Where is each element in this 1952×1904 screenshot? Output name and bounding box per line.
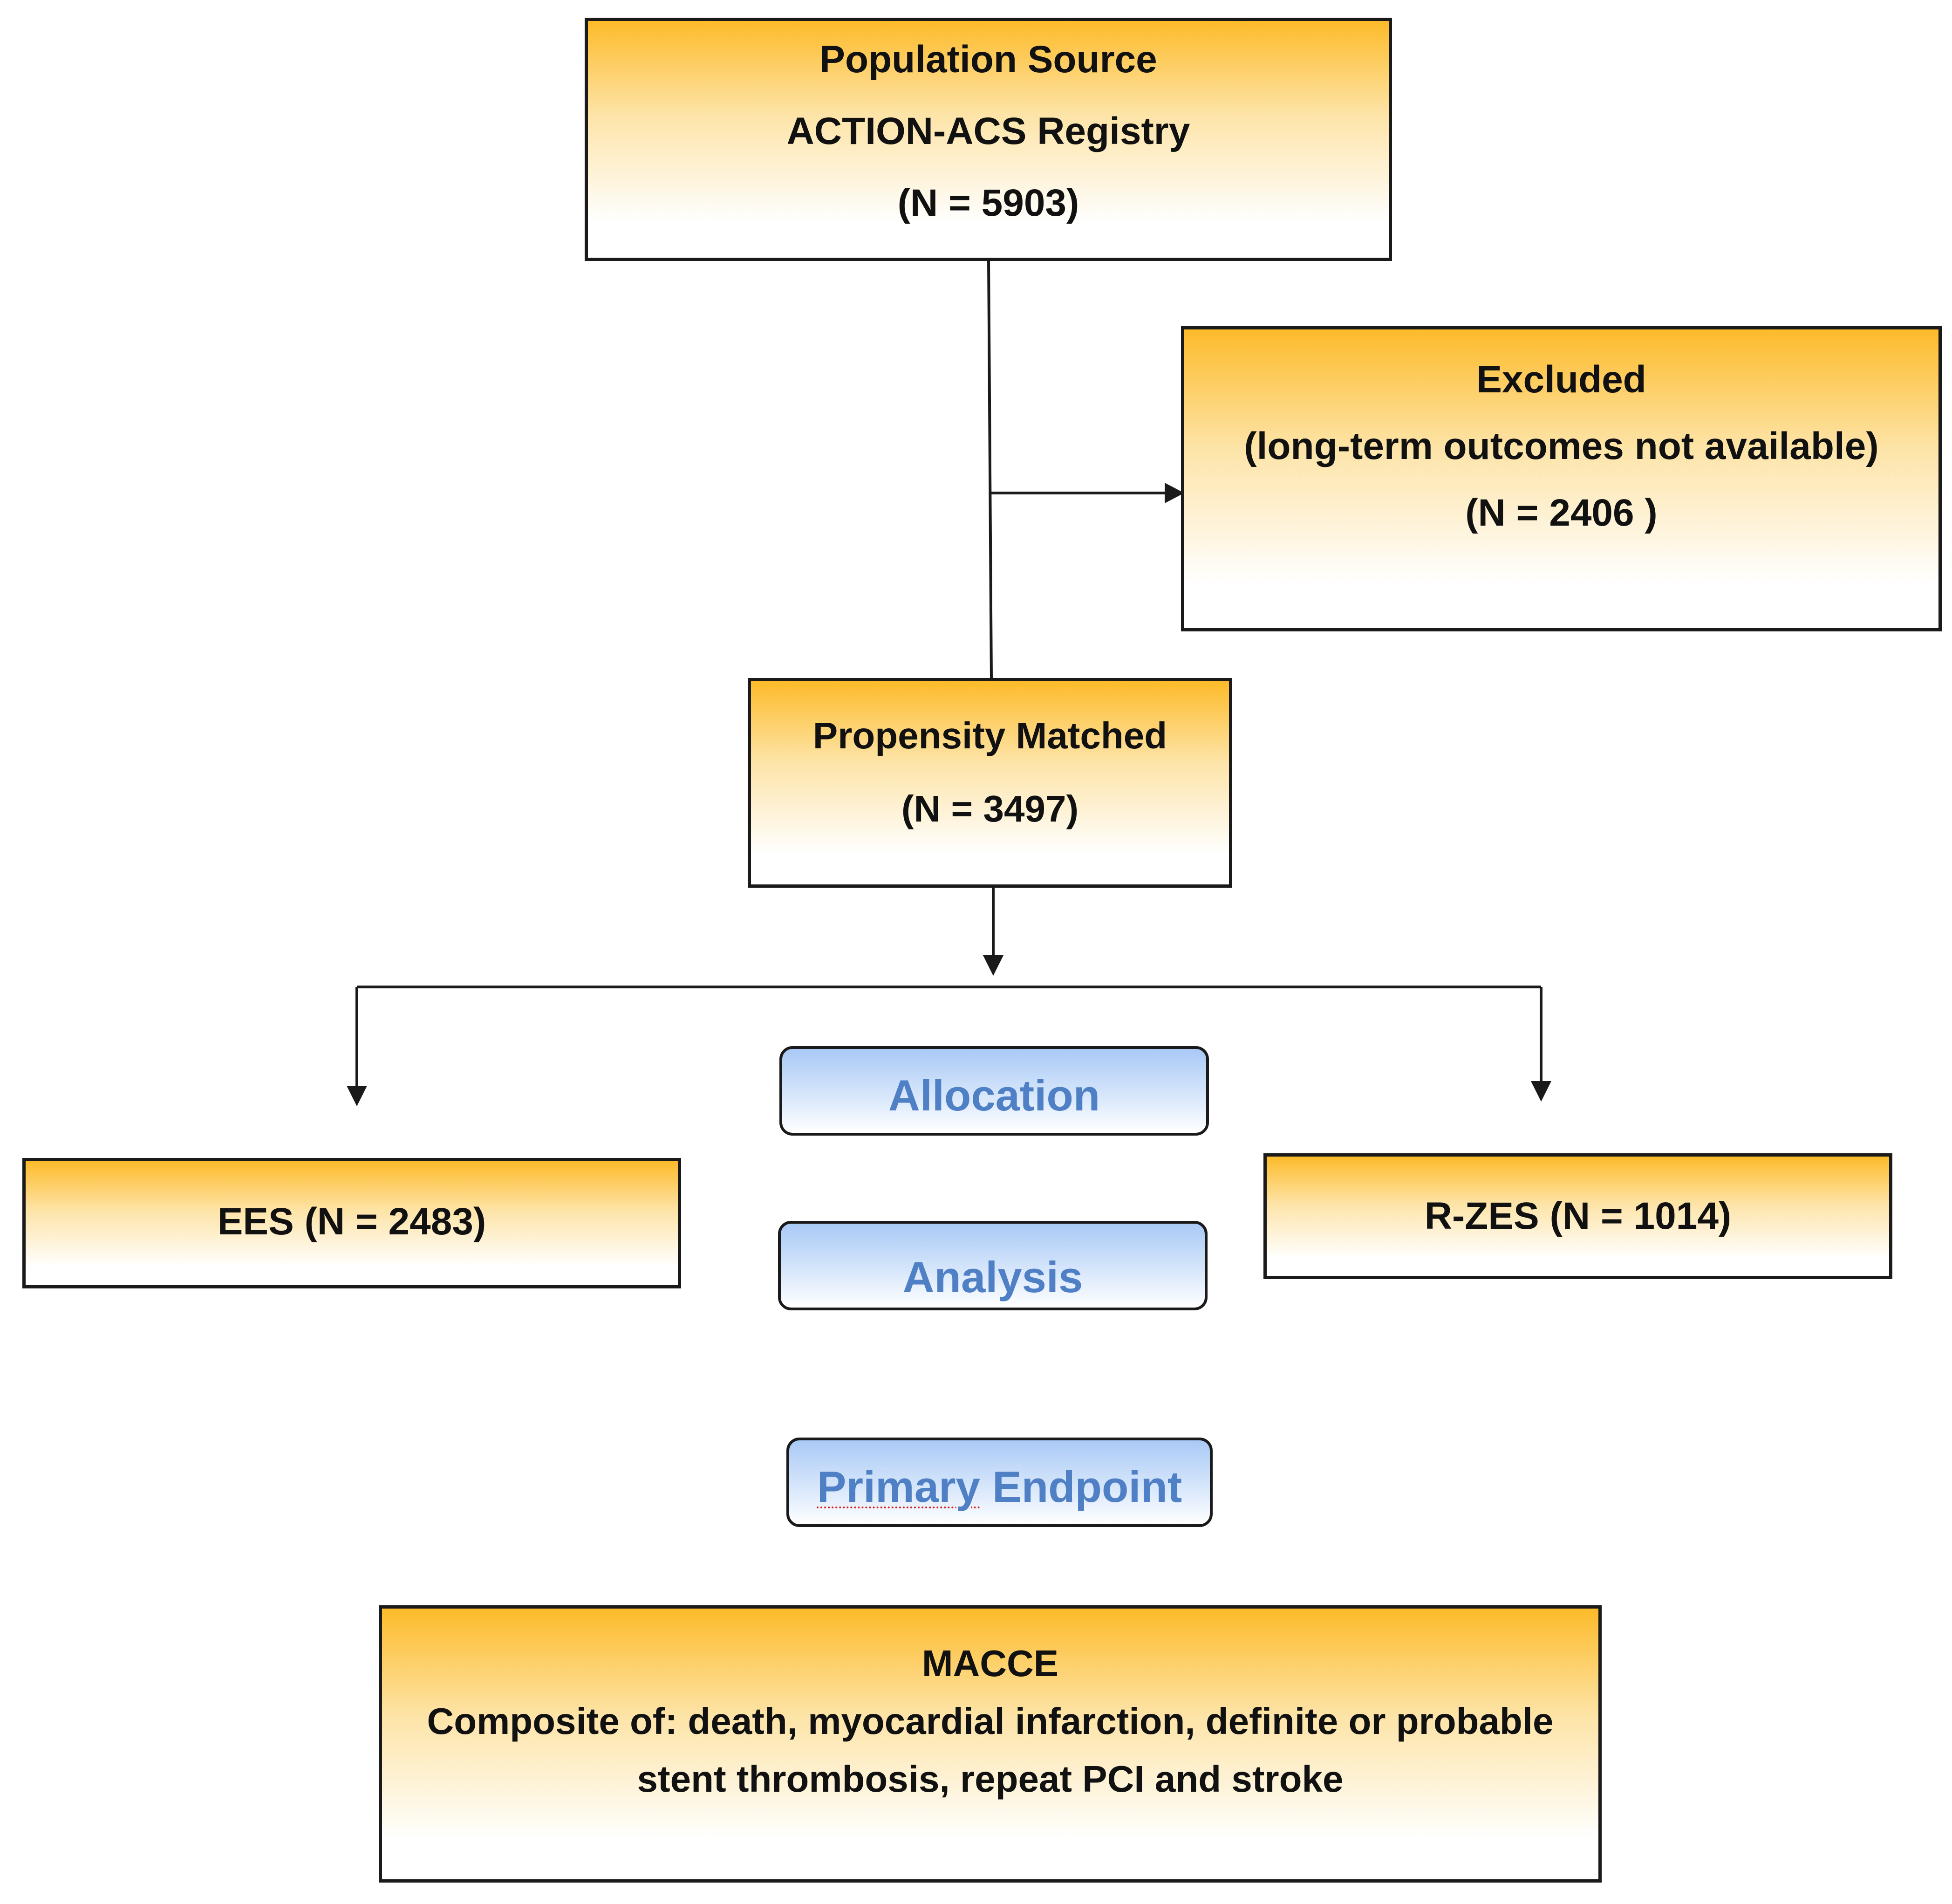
endpoint-text: Endpoint [980, 1462, 1182, 1511]
propensity-matched-box: Propensity Matched (N = 3497) [748, 678, 1232, 888]
population-source-box: Population Source ACTION-ACS Registry (N… [585, 18, 1392, 261]
population-title: Population Source [819, 38, 1157, 81]
population-count: (N = 5903) [897, 182, 1079, 224]
connector-population-to-matched [987, 260, 993, 680]
analysis-stage-label: Analysis [778, 1221, 1208, 1310]
macce-definition-line2: stent thrombosis, repeat PCI and stroke [637, 1758, 1344, 1800]
population-registry: ACTION-ACS Registry [786, 110, 1190, 152]
excluded-title: Excluded [1476, 358, 1646, 401]
arrowhead-excluded [1165, 483, 1184, 503]
primary-text: Primary [817, 1462, 980, 1511]
allocation-stage-label: Allocation [779, 1046, 1209, 1136]
ees-group-box: EES (N = 2483) [22, 1158, 681, 1288]
allocation-text: Allocation [888, 1071, 1100, 1120]
analysis-text: Analysis [902, 1253, 1083, 1301]
arrowhead-matched-split [983, 955, 1003, 976]
excluded-reason: (long-term outcomes not available) [1244, 425, 1879, 467]
excluded-box: Excluded (long-term outcomes not availab… [1181, 326, 1942, 631]
matched-count: (N = 3497) [901, 788, 1079, 829]
primary-endpoint-stage-label: Primary Endpoint [786, 1438, 1213, 1527]
rzes-label: R-ZES (N = 1014) [1424, 1195, 1732, 1237]
macce-title: MACCE [921, 1643, 1059, 1684]
rzes-group-box: R-ZES (N = 1014) [1263, 1153, 1892, 1279]
arrowhead-right [1531, 1081, 1551, 1102]
matched-title: Propensity Matched [812, 715, 1167, 756]
ees-label: EES (N = 2483) [217, 1200, 486, 1243]
arrowhead-left [347, 1086, 367, 1106]
excluded-count: (N = 2406 ) [1465, 492, 1658, 534]
macce-box: MACCE Composite of: death, myocardial in… [379, 1605, 1602, 1883]
macce-definition-line1: Composite of: death, myocardial infarcti… [427, 1700, 1554, 1742]
